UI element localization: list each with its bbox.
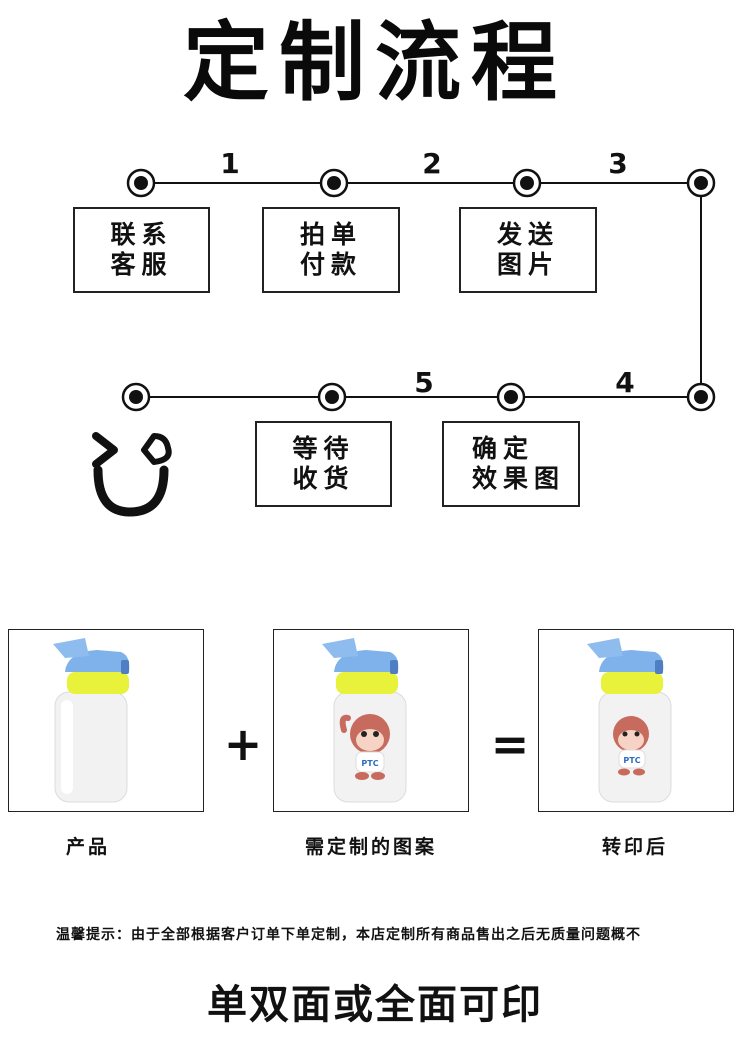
flow-node: [686, 382, 716, 412]
step-box-contact-service: 联系 客服: [73, 207, 210, 293]
step-label-line1: 拍单: [299, 220, 362, 249]
process-flow-path: [121, 168, 716, 412]
step-number-2: 2: [422, 147, 442, 180]
caption-product: 产品: [65, 836, 110, 858]
flow-node: [317, 382, 347, 412]
step-label-line2: 图片: [496, 250, 559, 279]
warm-notice: 温馨提示：由于全部根据客户订单下单定制，本店定制所有商品售出之后无质量问题概不: [56, 927, 641, 943]
flow-node: [512, 168, 542, 198]
page-title: 定制流程: [183, 13, 567, 113]
bottle-print-badge: PTC: [361, 759, 378, 768]
winking-smile-icon: [92, 432, 172, 517]
step-box-confirm-effect: 确定 效果图: [442, 421, 580, 507]
step-number-3: 3: [608, 147, 628, 180]
step-number-1: 1: [220, 147, 240, 180]
flow-node: [121, 382, 151, 412]
step-label-line2: 效果图: [472, 464, 566, 493]
bottle-image-pattern: PTC: [322, 638, 407, 803]
caption-after-transfer: 转印后: [601, 836, 668, 858]
step-box-send-picture: 发送 图片: [459, 207, 597, 293]
equals-sign: =: [490, 717, 530, 771]
step-number-5: 5: [414, 366, 434, 399]
product-frame-printed: PTC: [538, 629, 734, 812]
step-label-line2: 付款: [299, 250, 362, 279]
flow-node: [319, 168, 349, 198]
caption-pattern: 需定制的图案: [304, 836, 437, 858]
product-frame-pattern: PTC: [273, 629, 469, 812]
flow-node: [496, 382, 526, 412]
step-number-4: 4: [615, 366, 635, 399]
step-label-line2: 客服: [110, 250, 173, 279]
flow-node: [686, 168, 716, 198]
monkey-mascot-icon: PTC: [339, 714, 390, 780]
print-options-footer: 单双面或全面可印: [207, 982, 543, 1028]
plus-sign: +: [223, 717, 263, 771]
step-box-order-payment: 拍单 付款: [262, 207, 400, 293]
product-frame-blank: [8, 629, 204, 812]
step-label-line1: 确定: [472, 434, 535, 463]
bottle-print-badge: PTC: [623, 756, 640, 765]
step-label-line2: 收货: [292, 464, 355, 493]
flow-node: [126, 168, 156, 198]
bottle-image-printed: PTC: [587, 638, 672, 803]
printed-mascot-icon: PTC: [613, 716, 649, 776]
step-box-wait-delivery: 等待 收货: [255, 421, 392, 507]
step-label-line1: 联系: [110, 220, 173, 249]
step-label-line1: 等待: [292, 434, 355, 463]
step-label-line1: 发送: [496, 220, 559, 249]
bottle-image-blank: [53, 638, 130, 803]
